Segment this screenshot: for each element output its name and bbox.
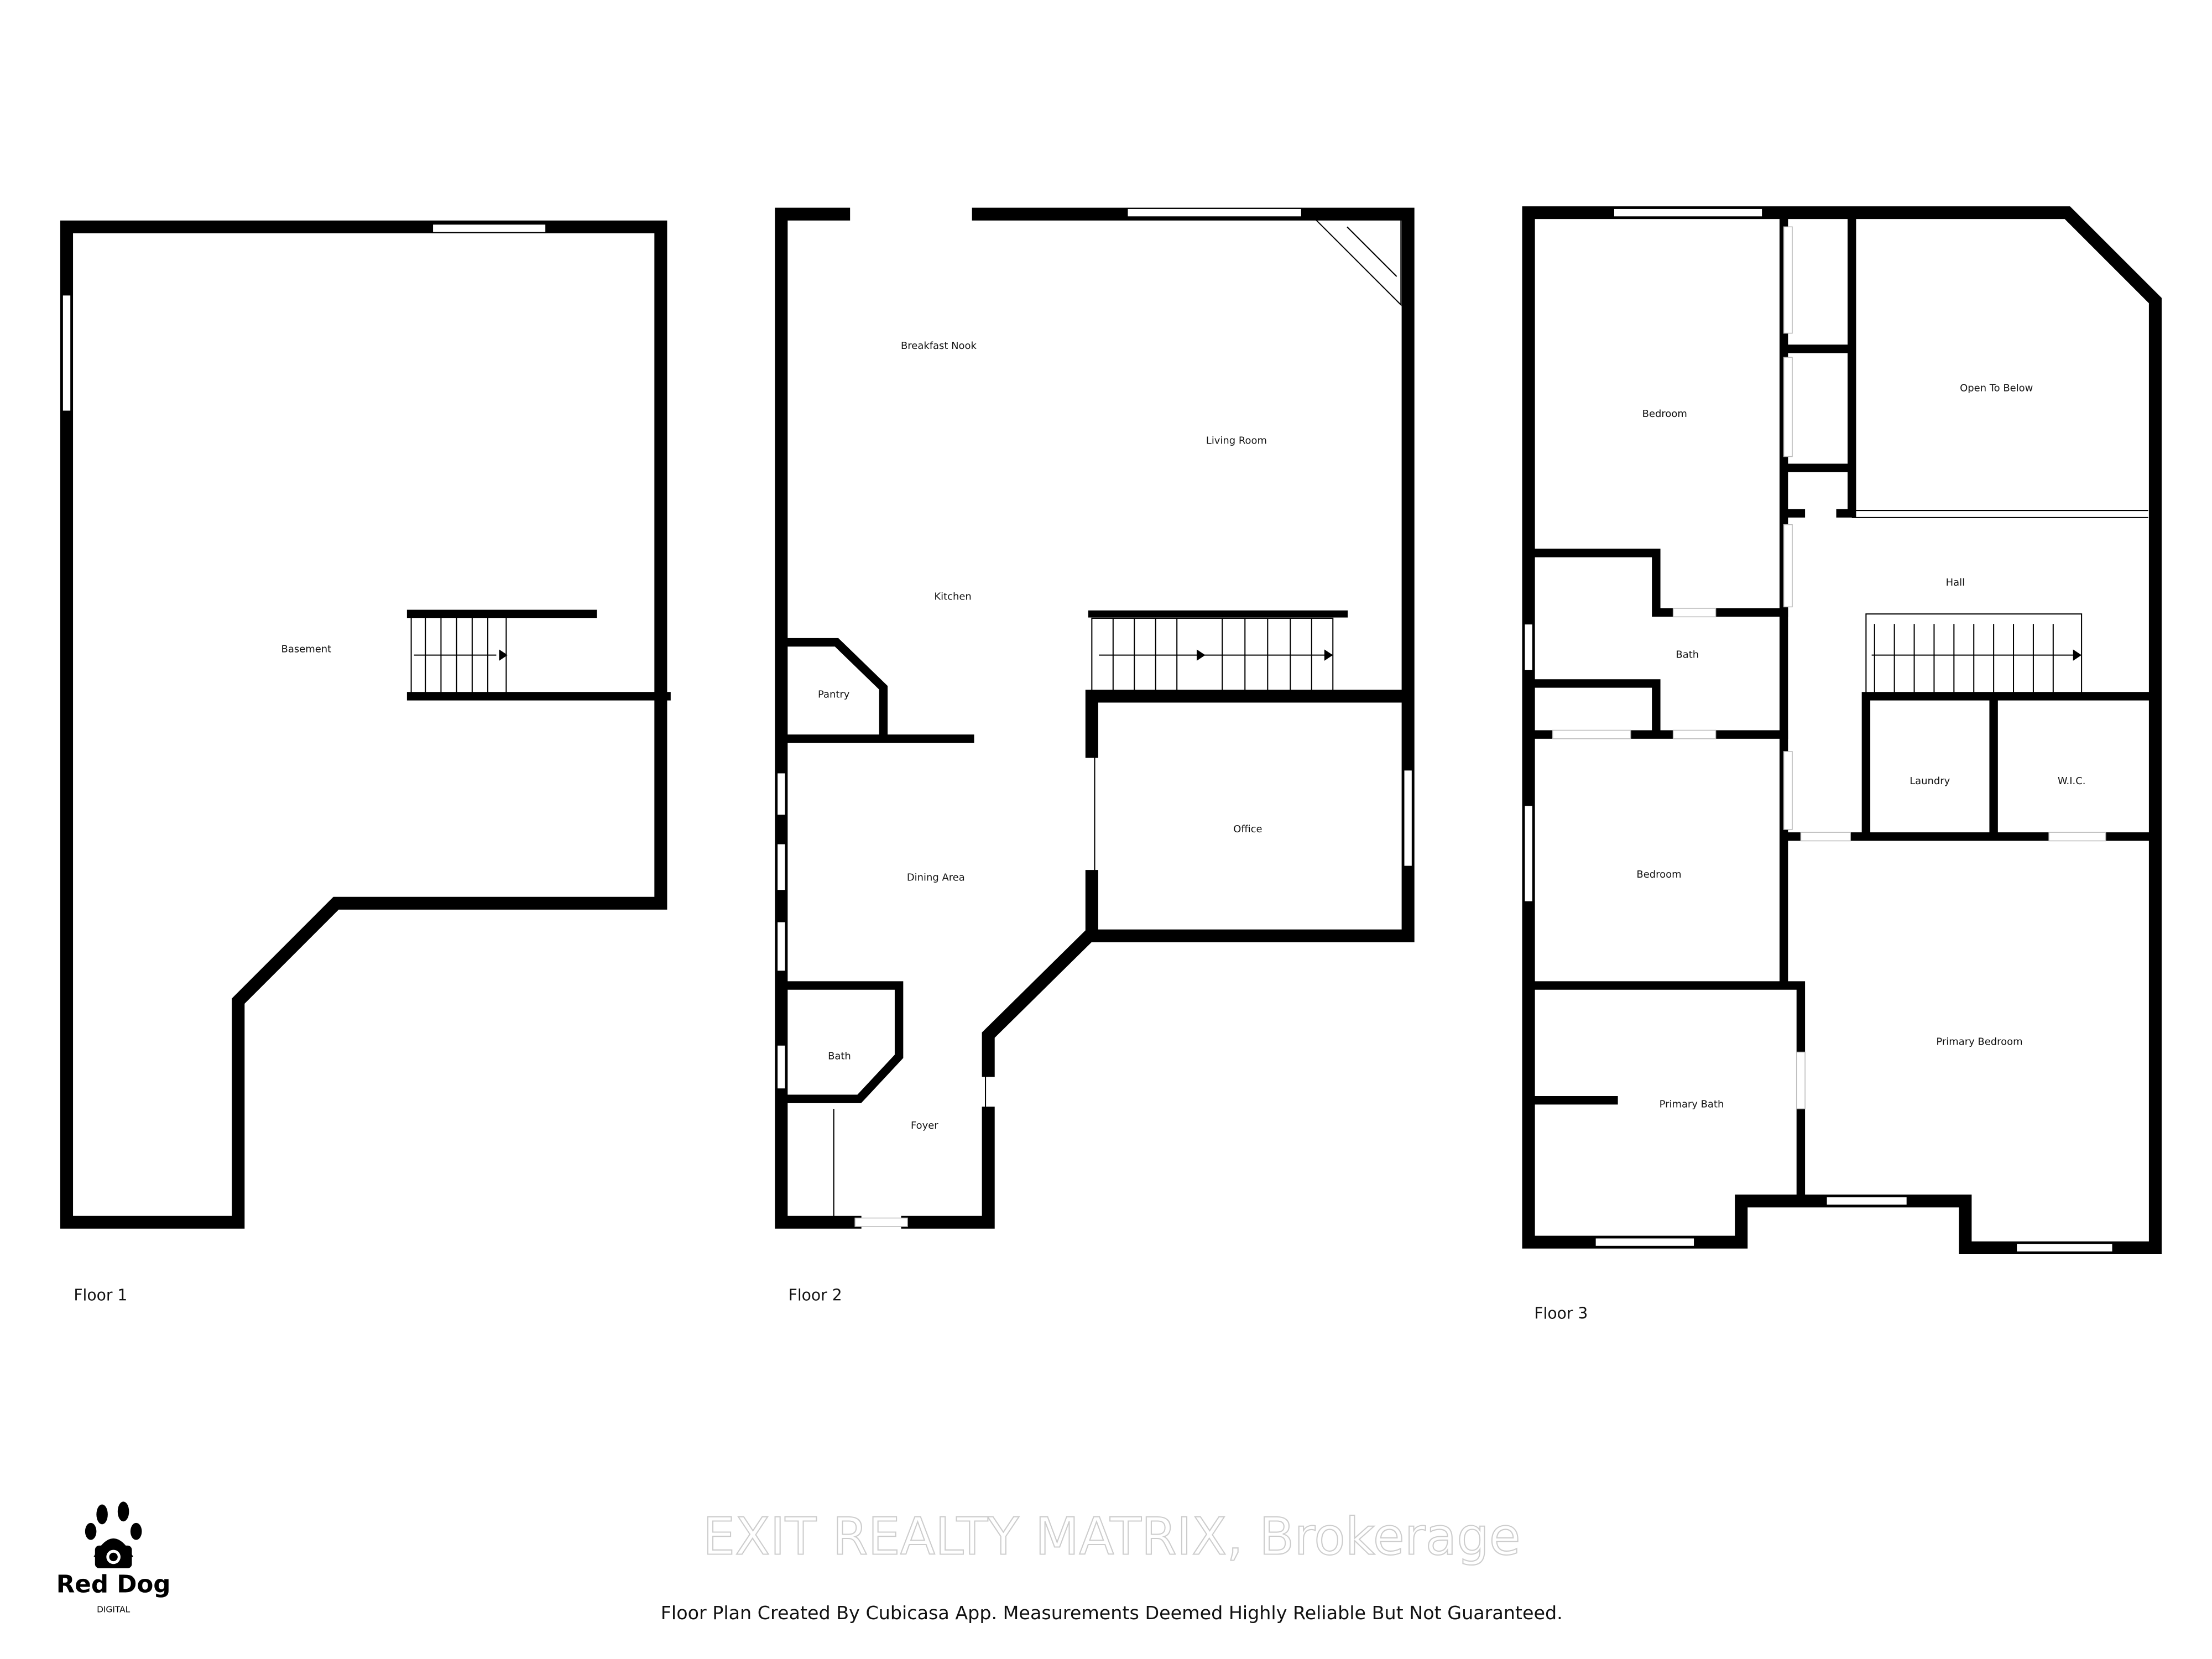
window: [1613, 207, 1764, 218]
window: [2016, 1243, 2114, 1253]
floor-3-plan: Bedroom Open To Below Hall Bath Laundry …: [1522, 206, 2162, 1323]
floor-2-plan: Breakfast Nook Living Room Kitchen Pantr…: [775, 207, 1415, 1304]
stairs: [1091, 219, 1402, 694]
room-label: Breakfast Nook: [901, 340, 977, 352]
floor-label: Floor 2: [789, 1286, 842, 1304]
stairs: [410, 613, 508, 697]
door: [1783, 751, 1793, 830]
room-label: Pantry: [818, 689, 850, 701]
floor-label: Floor 3: [1534, 1305, 1588, 1323]
door: [1800, 832, 1851, 842]
door: [1552, 729, 1631, 739]
room-label: Dining Area: [907, 872, 965, 883]
window: [1825, 1196, 1908, 1206]
room-label: Hall: [1946, 577, 1965, 588]
logo-sub: DIGITAL: [97, 1604, 131, 1614]
window: [1524, 623, 1533, 671]
door: [854, 1217, 908, 1227]
door: [1796, 1051, 1806, 1109]
paw-camera-icon: [85, 1501, 142, 1568]
door: [1783, 357, 1793, 457]
window: [776, 843, 786, 891]
room-label: W.I.C.: [2058, 775, 2086, 787]
room-label: Living Room: [1206, 435, 1267, 447]
window: [1403, 769, 1413, 867]
room-label: Primary Bedroom: [1936, 1036, 2022, 1048]
window: [776, 1044, 786, 1090]
room-label: Basement: [281, 643, 332, 655]
floor-label: Floor 1: [74, 1286, 127, 1304]
window: [61, 294, 72, 412]
door: [1783, 524, 1793, 608]
logo-name: Red Dog: [56, 1571, 171, 1598]
window: [1594, 1237, 1695, 1247]
room-label: Foyer: [911, 1120, 938, 1131]
room-label: Bath: [1676, 649, 1699, 661]
door: [1672, 729, 1717, 739]
room-label: Bath: [828, 1050, 851, 1062]
watermark: EXIT REALTY MATRIX, Brokerage: [703, 1506, 1521, 1566]
door: [2048, 832, 2106, 842]
room-label: Laundry: [1910, 775, 1950, 787]
window: [1126, 207, 1302, 218]
room-label: Primary Bath: [1660, 1099, 1724, 1110]
door: [1783, 226, 1793, 334]
stairs: [1865, 613, 2083, 697]
window: [776, 772, 786, 816]
room-label: Office: [1233, 823, 1262, 835]
floor-1-plan: Basement Floor 1: [60, 220, 671, 1304]
room-label: Bedroom: [1642, 408, 1687, 420]
room-label: Open To Below: [1960, 383, 2033, 394]
door: [1672, 608, 1717, 618]
room-label: Kitchen: [934, 591, 971, 603]
red-dog-logo: Red Dog DIGITAL: [56, 1501, 171, 1614]
window: [776, 921, 786, 972]
window: [432, 223, 547, 233]
window: [1524, 805, 1533, 902]
disclaimer: Floor Plan Created By Cubicasa App. Meas…: [661, 1602, 1563, 1624]
room-label: Bedroom: [1636, 869, 1681, 880]
